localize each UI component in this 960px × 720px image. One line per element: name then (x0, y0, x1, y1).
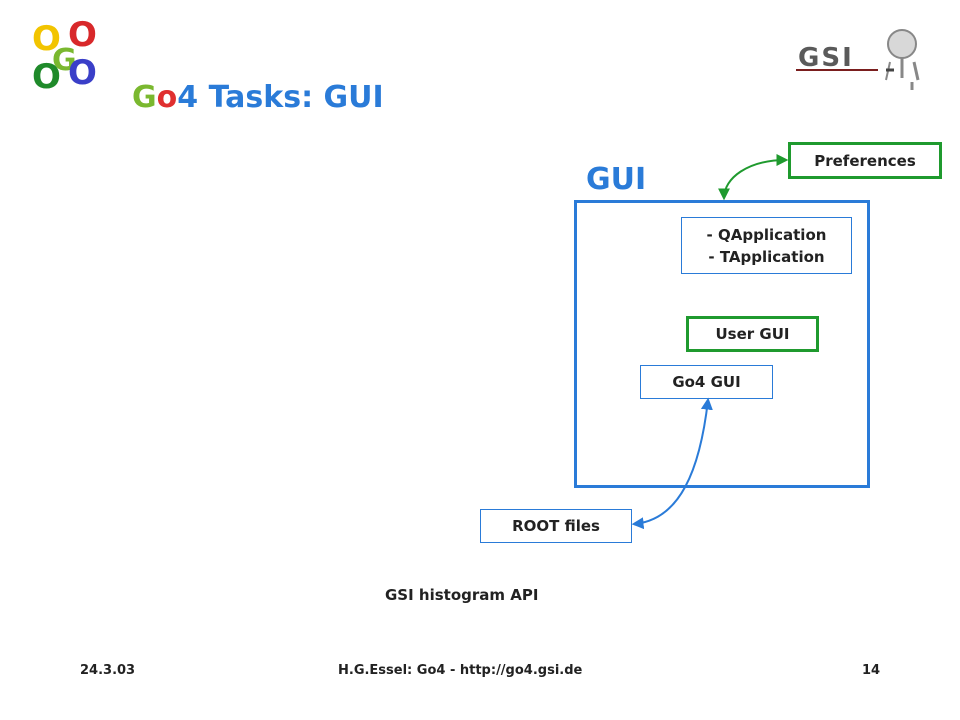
gui-frame (574, 200, 870, 488)
title-letter-o: o (156, 80, 178, 115)
application-box: - QApplication - TApplication (681, 217, 852, 274)
go4-gui-box: Go4 GUI (640, 365, 773, 399)
page-title: Go4 Tasks: GUI (132, 80, 384, 115)
user-gui-box: User GUI (686, 316, 819, 352)
gsi-logo-text: GSI (798, 43, 854, 73)
app-line-qapplication: - QApplication (706, 225, 827, 244)
go4-logo-icon: O O G O O (32, 18, 97, 94)
title-rest: 4 Tasks: GUI (177, 80, 384, 115)
histogram-api-label: GSI histogram API (385, 586, 539, 604)
logo-letter-yellow-o: O (32, 19, 61, 59)
footer-date: 24.3.03 (80, 663, 136, 678)
title-letter-g: G (132, 80, 157, 115)
logo-letter-g: G (52, 43, 77, 78)
logo-letter-red-o: O (68, 18, 97, 55)
preferences-box: Preferences (788, 142, 942, 179)
footer-page-number: 14 (862, 663, 881, 678)
footer-author: H.G.Essel: Go4 - http://go4.gsi.de (338, 663, 583, 678)
root-files-box: ROOT files (480, 509, 632, 543)
gui-heading: GUI (586, 162, 647, 197)
preferences-double-arrow-icon (718, 154, 789, 201)
logo-letter-green-o: O (32, 57, 61, 94)
gsi-logo-icon: GSI (796, 29, 920, 90)
logo-letter-blue-o: O (68, 53, 97, 93)
app-line-tapplication: - TApplication (708, 247, 825, 266)
